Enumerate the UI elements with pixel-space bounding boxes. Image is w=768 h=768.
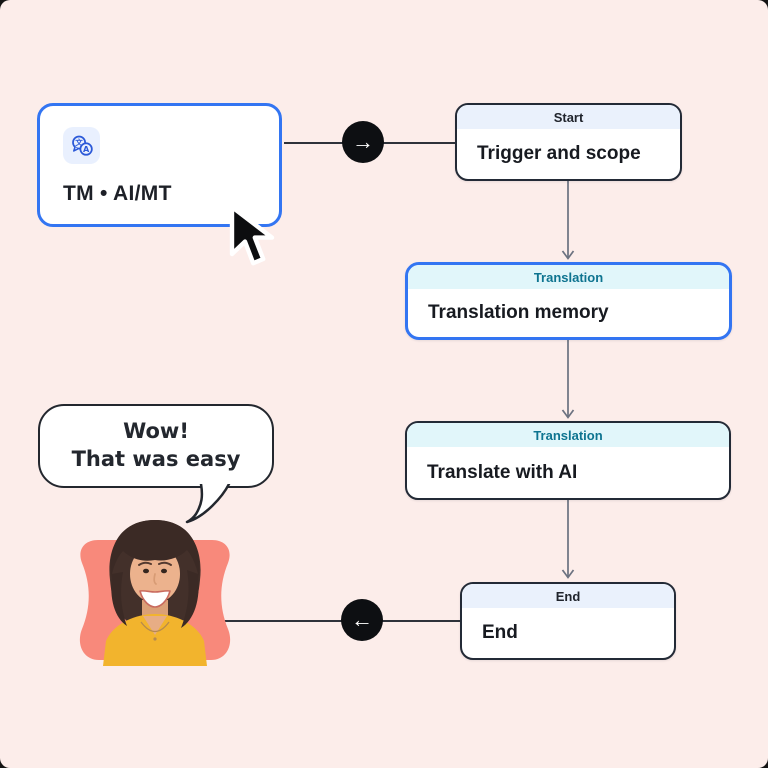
connector-ai-to-end [561,500,575,579]
cursor-pointer-icon [229,204,275,266]
svg-text:A: A [82,143,89,153]
arrow-left-icon: ← [351,607,373,632]
connector-end-to-avatar [216,620,460,622]
svg-text:文: 文 [75,137,83,147]
flow-node-start[interactable]: Start Trigger and scope [455,103,682,181]
flow-node-translate-with-ai[interactable]: Translation Translate with AI [405,421,731,500]
node-body-end: End [482,622,518,643]
woman-photo [79,520,231,666]
back-arrow-badge: ← [341,599,383,641]
tm-card-label: TM • AI/MT [63,182,172,205]
node-header-translate-with-ai: Translation [407,423,729,447]
arrow-right-icon: → [352,129,374,154]
node-header-start: Start [457,105,680,129]
translate-icon: 文 A [63,127,100,164]
node-body-start: Trigger and scope [477,143,641,164]
forward-arrow-badge: → [342,121,384,163]
speech-bubble-line1: Wow! [123,419,189,444]
connector-memory-to-ai [561,340,575,419]
flow-node-translation-memory[interactable]: Translation Translation memory [405,262,732,340]
speech-bubble-tail [185,484,231,524]
speech-bubble-line2: That was easy [71,447,241,471]
flow-node-end[interactable]: End End [460,582,676,660]
speech-bubble: Wow! That was easy [38,404,274,488]
node-header-translation-memory: Translation [408,265,729,289]
node-header-end: End [462,584,674,608]
node-body-translation-memory: Translation memory [428,302,609,323]
connector-start-to-memory [561,180,575,260]
node-body-translate-with-ai: Translate with AI [427,461,578,483]
tm-card[interactable]: 文 A TM • AI/MT [37,103,282,227]
